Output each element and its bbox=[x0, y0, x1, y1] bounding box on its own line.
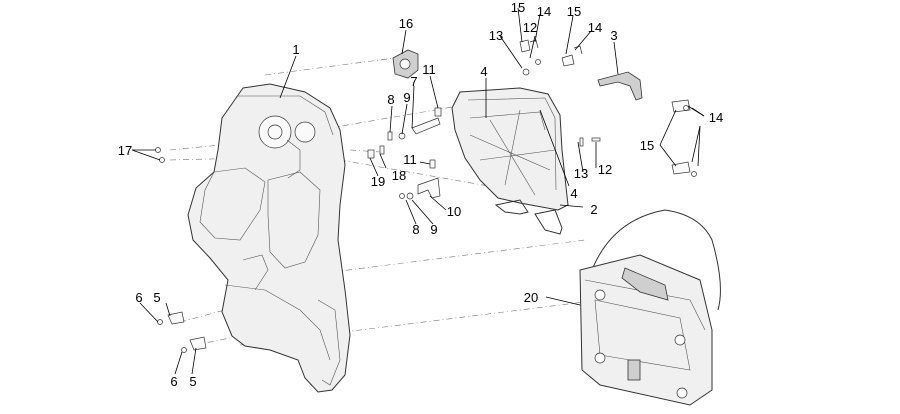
leader-lines bbox=[131, 7, 705, 375]
callout-11-bottom: 11 bbox=[403, 152, 417, 167]
callout-14-b: 14 bbox=[588, 20, 602, 35]
callout-15-a: 15 bbox=[511, 0, 525, 15]
part-lock bbox=[392, 49, 419, 79]
part-bag bbox=[579, 209, 721, 406]
callout-17: 17 bbox=[118, 143, 132, 158]
callout-5-bottom: 5 bbox=[189, 374, 196, 389]
callout-8-top: 8 bbox=[387, 92, 394, 107]
callout-5-top: 5 bbox=[153, 290, 160, 305]
callout-4-bottom: 4 bbox=[570, 186, 577, 201]
callout-9-top: 9 bbox=[403, 90, 410, 105]
callout-10: 10 bbox=[447, 204, 461, 219]
callout-18: 18 bbox=[392, 168, 406, 183]
callout-6-top: 6 bbox=[135, 290, 142, 305]
callout-12-bottom: 12 bbox=[598, 162, 612, 177]
callout-7: 7 bbox=[410, 74, 417, 89]
callout-15-b: 15 bbox=[567, 4, 581, 19]
callout-13-top: 13 bbox=[489, 28, 503, 43]
callout-12-top: 12 bbox=[523, 20, 537, 35]
callout-16: 16 bbox=[399, 16, 413, 31]
callout-15-c: 15 bbox=[640, 138, 654, 153]
part-inner-panel bbox=[451, 87, 569, 235]
callout-11-top: 11 bbox=[422, 62, 436, 77]
callout-labels: 1 2 3 4 4 5 5 6 6 7 8 8 9 9 10 11 11 12 … bbox=[118, 0, 723, 389]
callout-20: 20 bbox=[524, 290, 538, 305]
part-rear-shield bbox=[187, 83, 351, 393]
callout-14-a: 14 bbox=[537, 4, 551, 19]
callout-8-bottom: 8 bbox=[412, 222, 419, 237]
callout-9-bottom: 9 bbox=[430, 222, 437, 237]
callout-1: 1 bbox=[292, 42, 299, 57]
callout-6-bottom: 6 bbox=[170, 374, 177, 389]
callout-19: 19 bbox=[371, 174, 385, 189]
callout-4-top: 4 bbox=[480, 64, 487, 79]
callout-14-c: 14 bbox=[709, 110, 723, 125]
callout-13-bottom: 13 bbox=[574, 166, 588, 181]
part-trim bbox=[597, 71, 643, 101]
callout-3: 3 bbox=[610, 28, 617, 43]
callout-2: 2 bbox=[590, 202, 597, 217]
fasteners bbox=[155, 39, 697, 353]
